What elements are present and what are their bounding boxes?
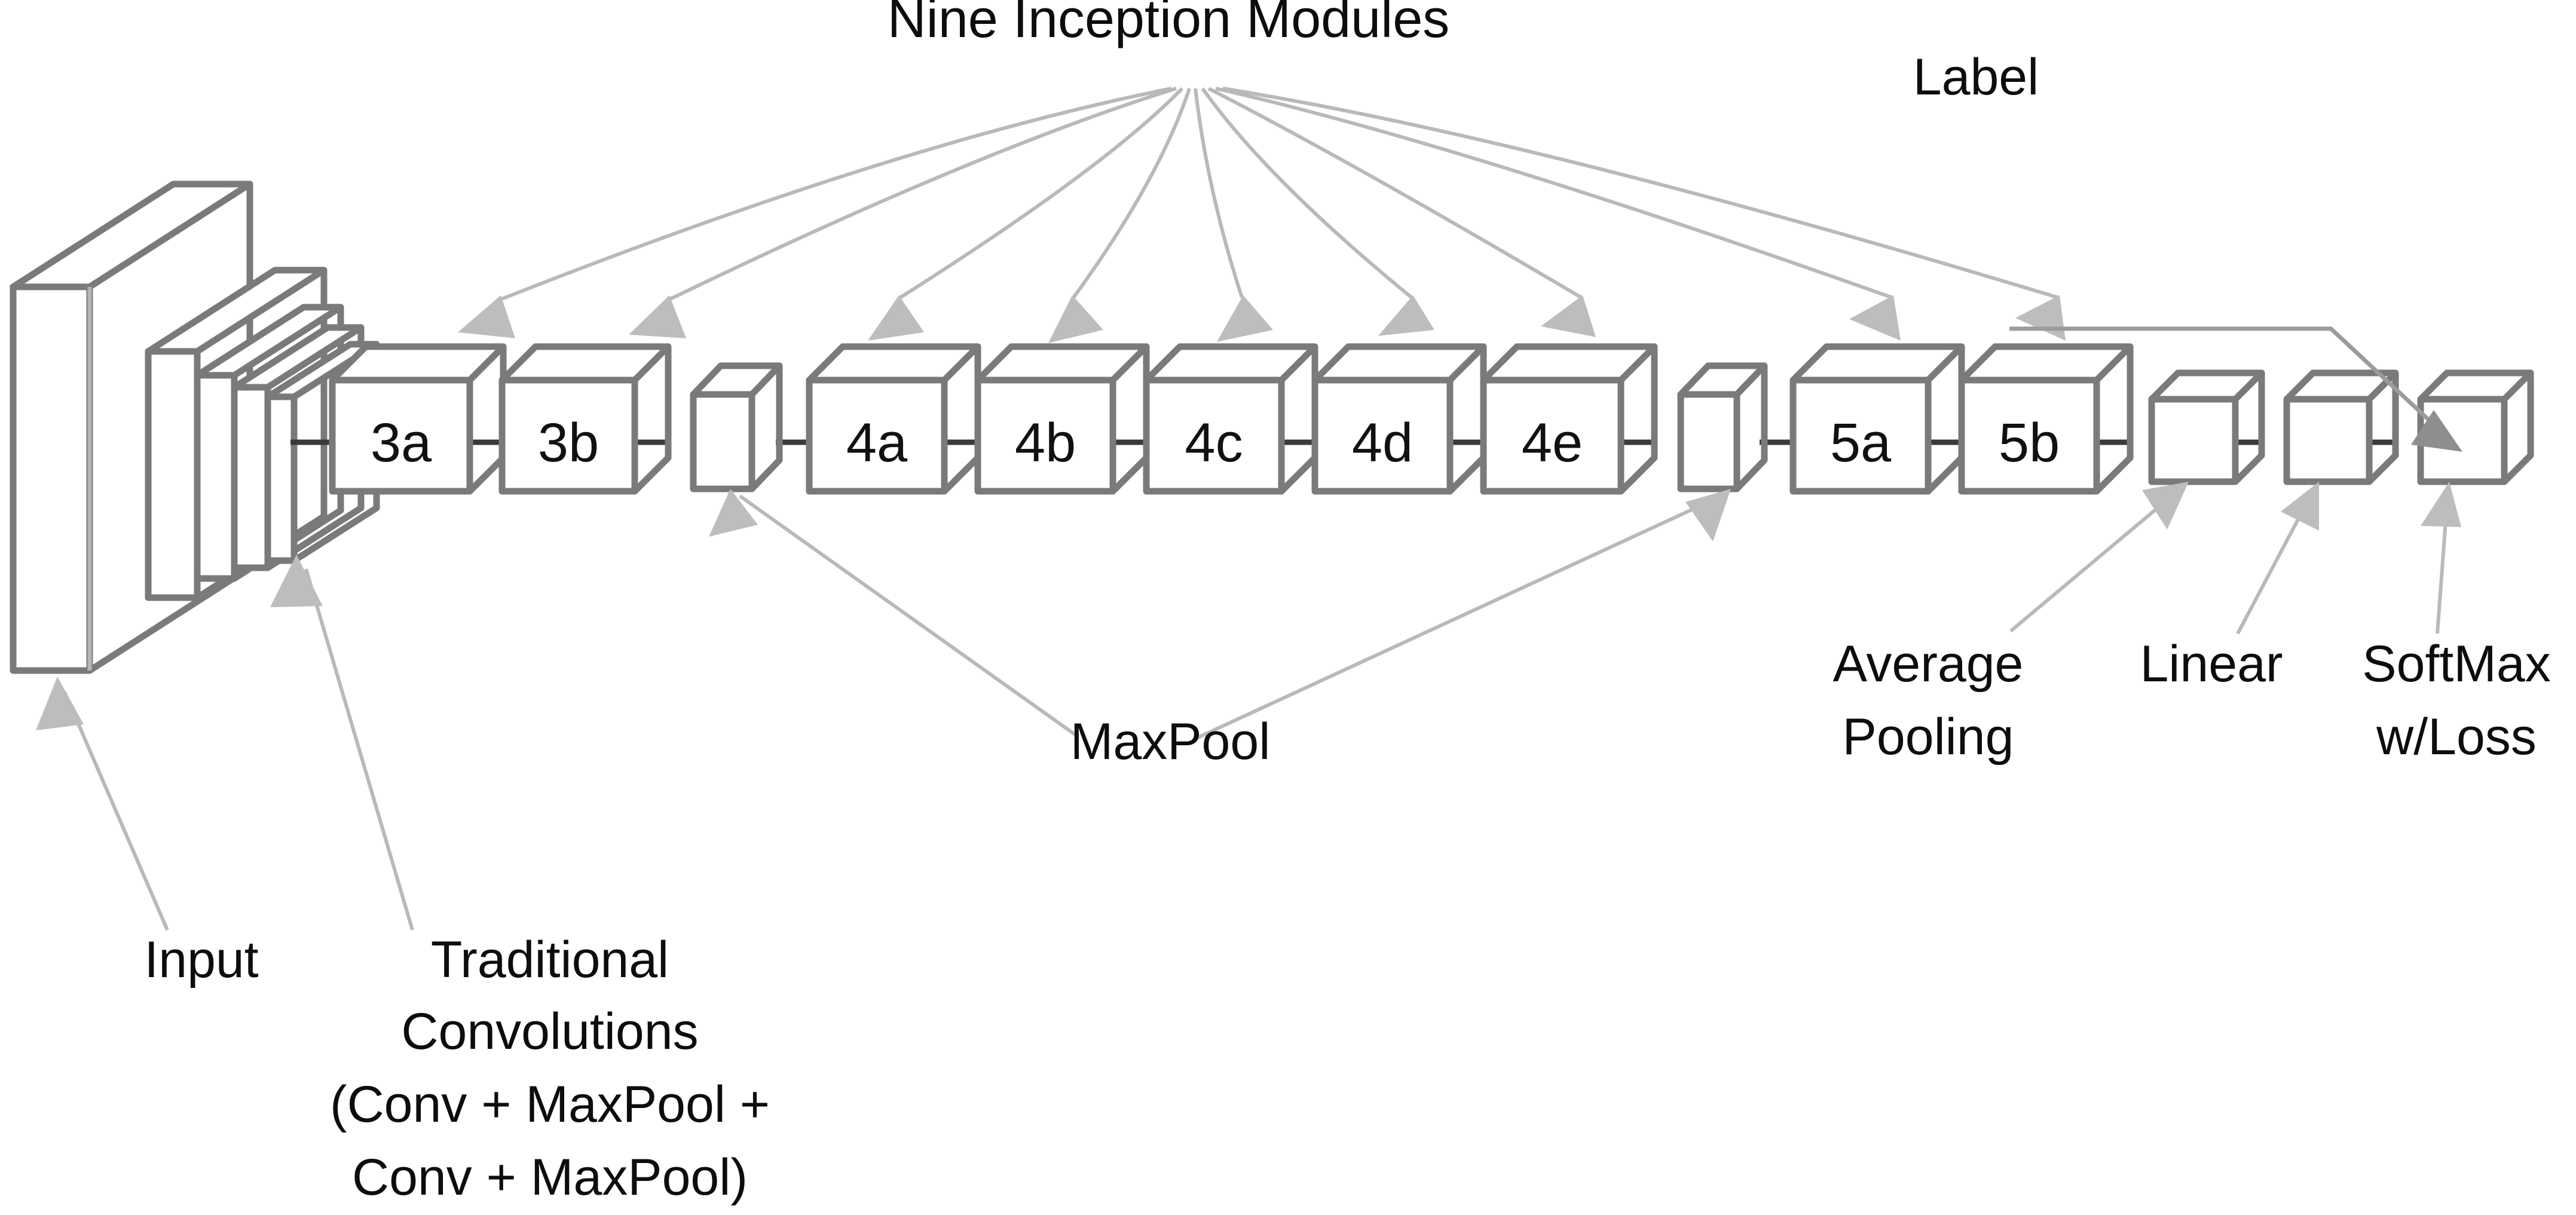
block-inception-4d[interactable]: 4d (1311, 343, 1487, 495)
softmax-line-1: SoftMax (2362, 635, 2550, 693)
label-annotation: Label (1913, 48, 2039, 106)
softmax-leader (2421, 482, 2461, 634)
linear-leader (2236, 482, 2319, 635)
inception-leader-fan (458, 87, 2066, 343)
avgpool-line-2: Pooling (1843, 708, 2014, 766)
block-inception-4b[interactable]: 4b (974, 343, 1150, 495)
label-leader (2009, 326, 2462, 452)
linear-annotation: Linear (2140, 635, 2283, 693)
softmax-line-2: w/Loss (2376, 708, 2537, 766)
cube-label: 4e (1522, 412, 1583, 473)
cube-label: 4d (1352, 412, 1413, 473)
block-avgpool[interactable] (2148, 369, 2265, 485)
block-inception-4c[interactable]: 4c (1143, 343, 1318, 495)
cube-label: 4b (1015, 412, 1076, 473)
cube-label: 4c (1185, 412, 1243, 473)
cube-label: 4a (846, 412, 908, 473)
conv-slab-2 (194, 304, 344, 582)
block-inception-3b[interactable]: 3b (498, 343, 672, 495)
avgpool-line-1: Average (1833, 635, 2024, 693)
input-leader (36, 677, 169, 931)
block-maxpool-2[interactable] (1677, 362, 1768, 492)
block-inception-5a[interactable]: 5a (1789, 343, 1965, 495)
average-pooling-annotation: Average Pooling (1833, 635, 2024, 766)
maxpool-leaders (709, 489, 1731, 740)
block-linear[interactable] (2283, 369, 2399, 485)
softmax-annotation: SoftMax w/Loss (2362, 635, 2550, 766)
maxpool-annotation: MaxPool (1070, 713, 1271, 770)
cube-label: 3b (538, 412, 599, 473)
cube-label: 5b (1999, 412, 2060, 473)
trad-conv-line-2: Convolutions (401, 1003, 698, 1060)
block-inception-3a[interactable]: 3a (329, 343, 507, 495)
input-slab-group (10, 180, 380, 674)
conv-slab-4 (264, 341, 380, 564)
block-inception-5b[interactable]: 5b (1958, 343, 2134, 495)
trad-conv-line-4: Conv + MaxPool) (352, 1149, 748, 1206)
input-annotation: Input (144, 931, 258, 988)
block-inception-4a[interactable]: 4a (806, 343, 981, 495)
traditional-convolutions-annotation: Traditional Convolutions (Conv + MaxPool… (330, 931, 770, 1206)
block-inception-4e[interactable]: 4e (1480, 343, 1658, 495)
trad-conv-line-3: (Conv + MaxPool + (330, 1076, 770, 1133)
avgpool-leader (2009, 482, 2189, 633)
trad-conv-line-1: Traditional (431, 931, 669, 988)
block-softmax[interactable] (2417, 369, 2534, 485)
block-maxpool-1[interactable] (690, 362, 783, 492)
traditional-conv-leader (270, 555, 414, 931)
cube-label: 5a (1830, 412, 1892, 473)
cube-label: 3a (371, 412, 432, 473)
title-nine-inception-modules: Nine Inception Modules (888, 0, 1450, 49)
